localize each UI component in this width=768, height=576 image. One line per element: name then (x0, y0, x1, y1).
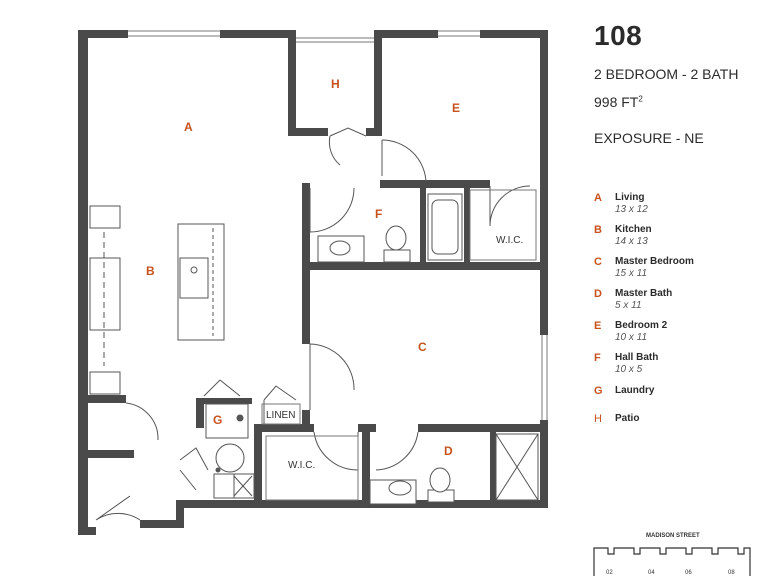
room-letter-g: G (213, 413, 222, 427)
unit-area-value: 998 FT (594, 94, 639, 110)
unit-exposure: EXPOSURE - NE (594, 130, 704, 146)
legend-dims: 10 x 5 (615, 364, 643, 375)
wic-label-master: W.I.C. (288, 460, 315, 471)
room-letter-b: B (146, 264, 155, 278)
windows (128, 30, 548, 420)
legend-dims: 15 x 11 (615, 268, 648, 279)
legend-name: Bedroom 2 (615, 320, 668, 331)
street-label: MADISON STREET (646, 533, 700, 539)
legend-name: Patio (615, 413, 640, 424)
unit-type: 2 BEDROOM - 2 BATH (594, 66, 739, 82)
legend-dims: 13 x 12 (615, 204, 648, 215)
key-unit-04: 04 (648, 570, 655, 576)
legend-key: H (594, 413, 602, 425)
legend-key: A (594, 192, 602, 204)
legend-name: Laundry (615, 385, 655, 396)
legend-key: G (594, 385, 603, 397)
unit-number: 108 (594, 20, 643, 51)
wic-label-bedroom2: W.I.C. (496, 235, 523, 246)
unit-area-superscript: 2 (638, 94, 643, 104)
room-letter-e: E (452, 101, 460, 115)
key-plan-outline (593, 547, 751, 576)
room-letter-c: C (418, 340, 427, 354)
kitchen-fixtures (89, 205, 225, 395)
closet-outlines (261, 189, 537, 501)
floor-plan: A B C D E F G H W.I.C. W.I.C. LINEN (78, 30, 548, 535)
room-letter-a: A (184, 120, 193, 134)
legend-dims: 5 x 11 (615, 300, 642, 311)
key-unit-02: 02 (606, 570, 613, 576)
bath-fixtures (205, 193, 539, 505)
legend-key: E (594, 320, 602, 332)
key-plan: MADISON STREET 02 04 06 08 (593, 533, 751, 576)
legend-name: Living (615, 192, 645, 203)
room-letter-f: F (375, 207, 382, 221)
room-letter-h: H (331, 77, 340, 91)
legend-key: C (594, 256, 602, 268)
legend-dims: 14 x 13 (615, 236, 648, 247)
key-unit-06: 06 (685, 570, 692, 576)
legend-name: Master Bedroom (615, 256, 694, 267)
legend-name: Master Bath (615, 288, 673, 299)
legend-dims: 10 x 11 (615, 332, 648, 343)
key-unit-08: 08 (728, 570, 735, 576)
legend-name: Hall Bath (615, 352, 659, 363)
legend-key: F (594, 352, 601, 364)
legend-key: D (594, 288, 602, 300)
legend-key: B (594, 224, 602, 236)
linen-label: LINEN (266, 410, 295, 421)
room-letter-d: D (444, 444, 453, 458)
legend-name: Kitchen (615, 224, 652, 235)
unit-area: 998 FT2 (594, 94, 643, 110)
